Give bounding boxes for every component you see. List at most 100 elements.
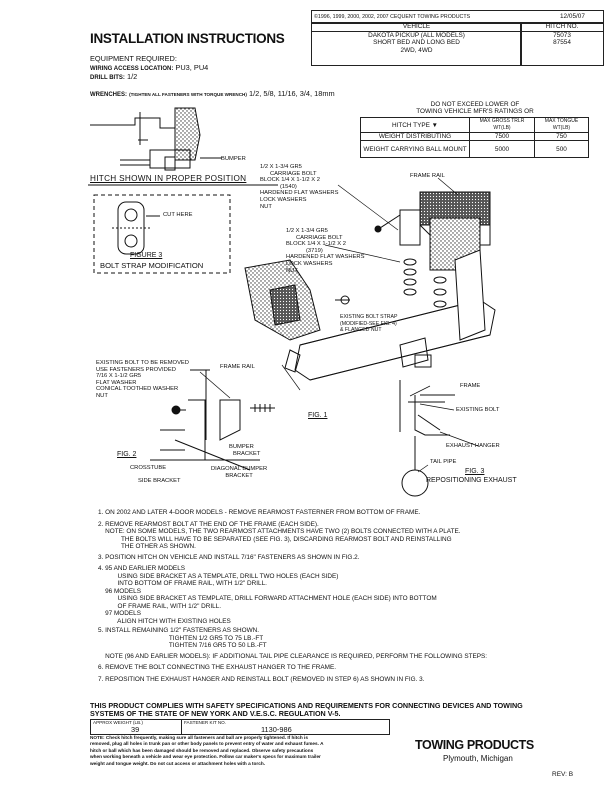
step-line: INTO BOTTOM OF FRAME RAIL, WITH 1/2" DRI… [98, 580, 267, 587]
step-line: 97 MODELS [98, 610, 141, 617]
drill-label: DRILL BITS: [90, 75, 125, 81]
label-hitch-shown: HITCH SHOWN IN PROPER POSITION [90, 174, 247, 183]
step-line: ALIGN HITCH WITH EXISTING HOLES [98, 617, 231, 625]
fig3-exhaust-sketch [399, 380, 455, 497]
removed-line: USE FASTENERS PROVIDED [96, 366, 176, 373]
drill-value: 1/2 [126, 72, 138, 81]
approx-weight-label: APPROX WEIGHT (LB.) [93, 720, 143, 725]
doc-date: 12/05/07 [560, 13, 585, 20]
instruction-steps: 1. ON 2002 AND LATER 4-DOOR MODELS - REM… [98, 509, 603, 683]
step-line: THE BOLTS WILL HAVE TO BE SEPARATED (SEE… [98, 535, 452, 543]
vehicle-header: VEHICLE [312, 23, 521, 32]
brand-city: Plymouth, Michigan [443, 754, 513, 763]
step-line: TIGHTEN 1/2 GR5 TO 75 LB.-FT [98, 634, 264, 642]
step-line: USING SIDE BRACKET AS TEMPLATE, DRILL FO… [98, 595, 437, 602]
revision: REV: B [552, 771, 574, 778]
fastener-line: CARRIAGE BOLT [296, 234, 343, 241]
label-fig3: FIG. 3 [465, 468, 485, 475]
drill-bits: DRILL BITS: 1/2 [90, 72, 137, 83]
step-line: 3. POSITION HITCH ON VEHICLE AND INSTALL… [98, 553, 360, 561]
fastener-line: HARDENED FLAT WASHERS [260, 190, 339, 197]
note-line: weight and tongue weight. Do not cut acc… [90, 760, 266, 766]
hitch-body [244, 249, 496, 381]
fastener-line: 1/2 X 1-3/4 GR5 [260, 164, 302, 170]
hitch-no-header: HITCH NO. [521, 23, 603, 32]
figure3-frame [93, 194, 231, 274]
step-line: 7. REPOSITION THE EXHAUST HANGER AND REI… [98, 675, 425, 683]
col-max-gross: MAX GROSS TRLR WT(LB) [469, 117, 535, 133]
brand-name: TOWING PRODUCTS [415, 738, 534, 752]
removed-line: NUT [96, 392, 108, 399]
ratings-note-line: DO NOT EXCEED LOWER OF [430, 101, 520, 108]
fastener-line: NUT [286, 267, 298, 274]
diagonal-line: BRACKET [225, 472, 253, 479]
col-max-tongue: MAX TONGUE WT(LB) [534, 117, 589, 133]
fastener-kit-label: FASTENER KIT NO. [184, 720, 227, 725]
label-repositioning-exhaust: REPOSITIONING EXHAUST [426, 477, 517, 484]
leader-lines [199, 177, 479, 473]
fastener-line: BLOCK 1/4 X 1-1/2 X 2 [260, 177, 320, 184]
compliance-line: THIS PRODUCT COMPLIES WITH SAFETY SPECIF… [90, 701, 523, 710]
fastener-line: BLOCK 1/4 X 1-1/2 X 2 [286, 241, 346, 248]
wrenches-value: 1/2, 5/8, 11/16, 3/4, 18mm [248, 89, 335, 98]
step-line: 2. REMOVE REARMOST BOLT AT THE END OF TH… [98, 520, 319, 528]
label-cut-here: CUT HERE [163, 212, 193, 218]
diagonal-line: DIAGONAL BUMPER [211, 466, 268, 472]
fastener-line: 1/2 X 1-3/4 GR5 [286, 228, 328, 234]
equipment-required: EQUIPMENT REQUIRED: [90, 54, 177, 63]
step-line: NOTE (96 AND EARLIER MODELS): IF ADDITIO… [98, 652, 488, 660]
label-fasteners-3719: 1/2 X 1-3/4 GR5 CARRIAGE BOLT BLOCK 1/4 … [286, 228, 364, 274]
step-line: 96 MODELS [98, 587, 141, 595]
step-line: 1. ON 2002 AND LATER 4-DOOR MODELS - REM… [98, 509, 421, 516]
fastener-line: (3719) [306, 247, 323, 254]
note-line: hitch or ball which has been damaged sho… [90, 747, 314, 753]
page-title: INSTALLATION INSTRUCTIONS [90, 31, 285, 46]
compliance-statement: THIS PRODUCT COMPLIES WITH SAFETY SPECIF… [90, 702, 523, 718]
label-fig2: FIG. 2 [117, 451, 137, 458]
label-exhaust-hanger: EXHAUST HANGER [446, 443, 500, 449]
wiring-value: PU3, PU4 [175, 63, 209, 72]
fig2-sketch [150, 369, 275, 471]
fastener-line: CARRIAGE BOLT [270, 170, 317, 177]
label-frame-rail-top: FRAME RAIL [410, 173, 445, 179]
step-line: TIGHTEN 7/16 GR5 TO 50 LB.-FT [98, 642, 267, 649]
fastener-line: LOCK WASHERS [286, 260, 333, 267]
ratings-note-line: TOWING VEHICLE MFR'S RATINGS OR [416, 107, 534, 115]
vehicle-line: DAKOTA PICKUP (ALL MODELS) [368, 31, 465, 39]
step-line: OF FRAME RAIL, WITH 1/2" DRILL. [98, 602, 222, 610]
hitch-number: 87554 [553, 39, 571, 47]
label-fig1: FIG. 1 [308, 412, 328, 419]
strap-line: EXISTING BOLT STRAP [340, 314, 398, 320]
fastener-line: NUT [260, 203, 272, 210]
label-diagonal-bracket: DIAGONAL BUMPER BRACKET [211, 466, 267, 479]
vehicle-line: 2WD, 4WD [400, 46, 433, 54]
fastener-line: HARDENED FLAT WASHERS [286, 254, 365, 261]
wiring-label: WIRING ACCESS LOCATION: [90, 66, 174, 72]
fastener-line: LOCK WASHERS [260, 196, 307, 203]
label-bumper-bracket: BUMPER BRACKET [229, 444, 260, 457]
label-crosstube: CROSSTUBE [130, 465, 167, 471]
step-line: 4. 95 AND EARLIER MODELS [98, 565, 186, 572]
vehicle-line: SHORT BED AND LONG BED [373, 39, 460, 47]
removed-line: FLAT WASHER [96, 379, 137, 386]
fastener-kit-value: 1130-986 [261, 725, 292, 734]
weight-kit-box: APPROX WEIGHT (LB.) 39 FASTENER KIT NO. … [90, 719, 390, 735]
removed-line: 7/16 X 1-1/2 GR5 [96, 373, 142, 380]
washer-stack [403, 258, 447, 308]
label-existing-bolt-strap: EXISTING BOLT STRAP (MODIFIED-SEE FIG. 4… [340, 314, 397, 334]
wrenches-note: (TIGHTEN ALL FASTENERS WITH TORQUE WRENC… [129, 92, 247, 97]
safety-note: NOTE: Check hitch frequently, making sur… [90, 735, 390, 767]
wiring-access: WIRING ACCESS LOCATION: PU3, PU4 [90, 63, 208, 74]
ratings-table: HITCH TYPE ▼ MAX GROSS TRLR WT(LB) MAX T… [360, 117, 589, 158]
label-existing-bolt: EXISTING BOLT [456, 407, 500, 413]
label-side-bracket: SIDE BRACKET [138, 478, 181, 484]
label-frame-fig3: FRAME [460, 383, 481, 389]
vehicle-box: VEHICLE DAKOTA PICKUP (ALL MODELS) SHORT… [311, 22, 522, 66]
label-frame-rail-fig2: FRAME RAIL [220, 364, 255, 370]
strap-line: (MODIFIED-SEE FIG. 4) [340, 320, 397, 327]
copyright: ©1996, 1999, 2000, 2002, 2007 CEQUENT TO… [314, 14, 471, 20]
copyright-bar: ©1996, 1999, 2000, 2002, 2007 CEQUENT TO… [311, 10, 604, 24]
hitch-number: 75073 [553, 31, 571, 39]
table-row: WEIGHT CARRYING BALL MOUNT 5000 500 [360, 140, 589, 158]
label-tail-pipe: TAIL PIPE [430, 459, 457, 465]
